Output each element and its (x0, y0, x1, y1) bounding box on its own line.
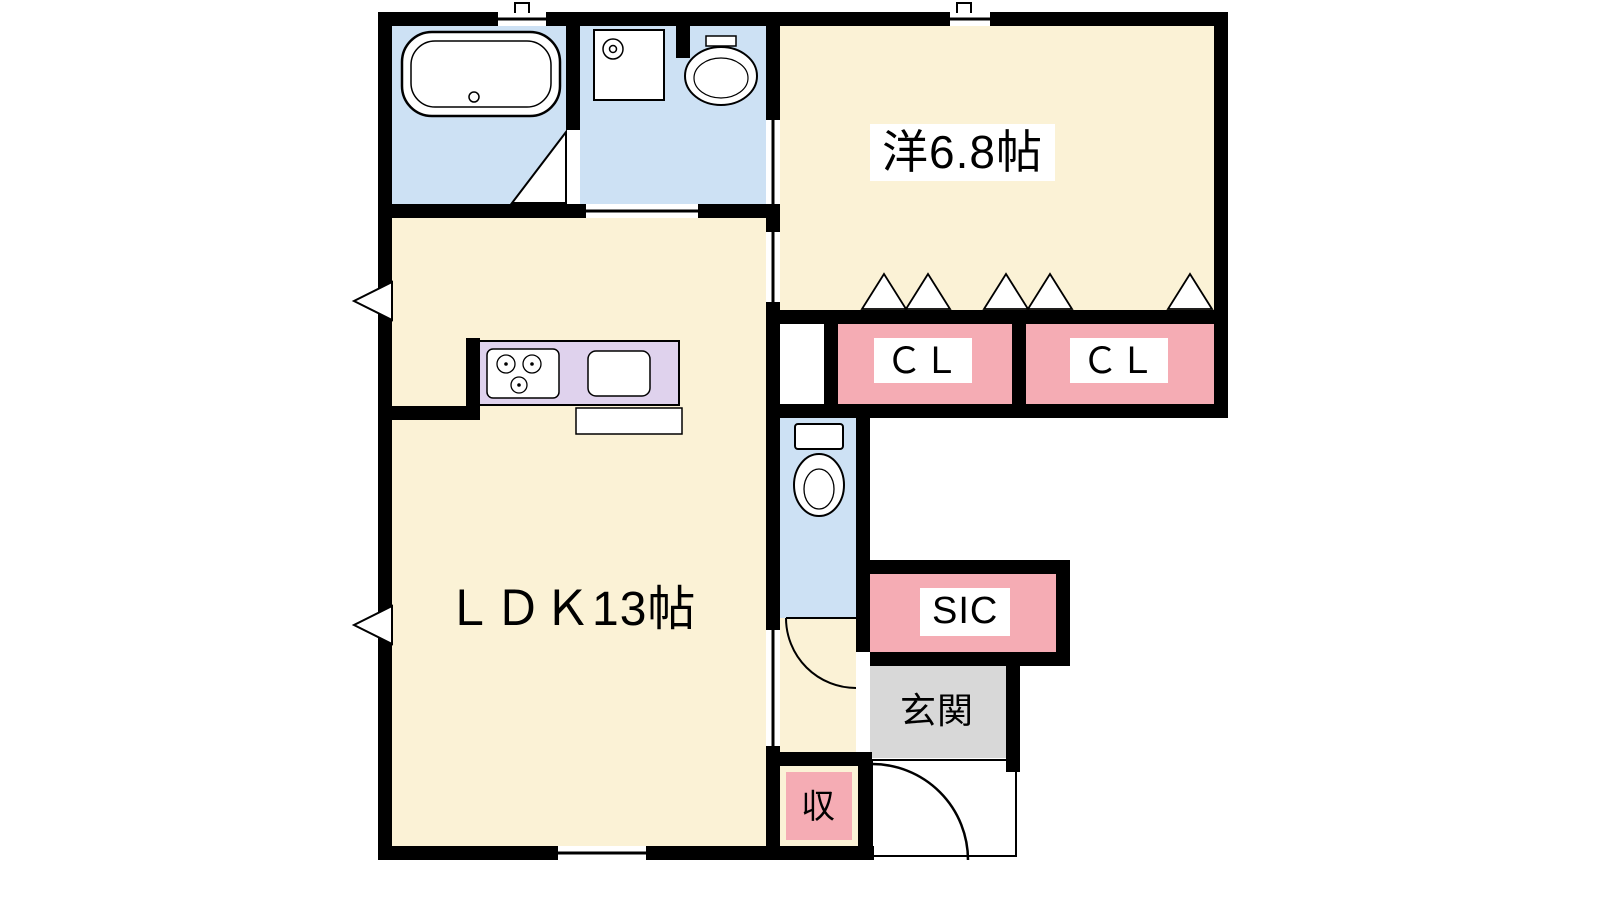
wall-closet-bottom (766, 404, 1228, 418)
wall-sic-top (870, 560, 1070, 574)
door-washroom-sliding (584, 204, 700, 218)
vent-top-icon (514, 2, 530, 13)
window-top-bathroom (496, 12, 548, 26)
window-bottom-ldk (556, 846, 648, 860)
room-label-ldk: ＬＤＫ13帖 (445, 583, 697, 636)
wall-basin-stub (676, 12, 690, 58)
wall-kitchen-stub-h (378, 406, 480, 420)
room-label-sic: SIC (920, 588, 1011, 636)
wall-ldk-east-a (766, 204, 780, 230)
wall-closet-divider (1012, 310, 1026, 418)
wall-left (378, 12, 392, 860)
room-label-western: 洋6.8帖 (870, 124, 1055, 181)
wall-top (378, 12, 1228, 26)
room-bathroom (392, 26, 566, 204)
room-toilet (780, 418, 856, 618)
door-hallway-opening (766, 628, 780, 748)
wall-toilet-right (856, 418, 870, 652)
kitchen-unit (478, 340, 680, 406)
room-label-closet-left: ＣＬ (874, 338, 973, 384)
room-label-closet-right: ＣＬ (1070, 338, 1169, 384)
wall-kitchen-stub-v (466, 338, 480, 420)
room-ldk (392, 218, 766, 846)
wall-storage-top (766, 752, 872, 766)
wall-ldk-east-c (766, 748, 780, 860)
wall-western-bottom (766, 310, 1228, 324)
vent-top-icon-2 (956, 2, 972, 13)
entrance-porch (871, 759, 1017, 857)
wall-bath-divider (566, 12, 580, 130)
door-western-opening (766, 230, 780, 304)
window-washroom-east (766, 118, 780, 206)
entrance-hall (870, 666, 1006, 758)
room-label-entrance: 玄関 (900, 690, 975, 731)
window-top-western (948, 12, 992, 26)
wall-right-upper (1214, 12, 1228, 418)
storage-box (786, 772, 852, 840)
wall-storage-right (858, 752, 872, 860)
wall-closet-left (824, 310, 838, 418)
hallway (780, 618, 856, 752)
room-label-storage: 収 (801, 788, 836, 826)
room-washroom (580, 26, 766, 204)
wall-ldk-east-b (766, 304, 780, 628)
wall-under-wet-rooms (378, 204, 774, 218)
wall-entrance-right (1006, 652, 1020, 772)
wall-sic-bottom (870, 652, 1070, 666)
wall-sic-right (1056, 560, 1070, 666)
